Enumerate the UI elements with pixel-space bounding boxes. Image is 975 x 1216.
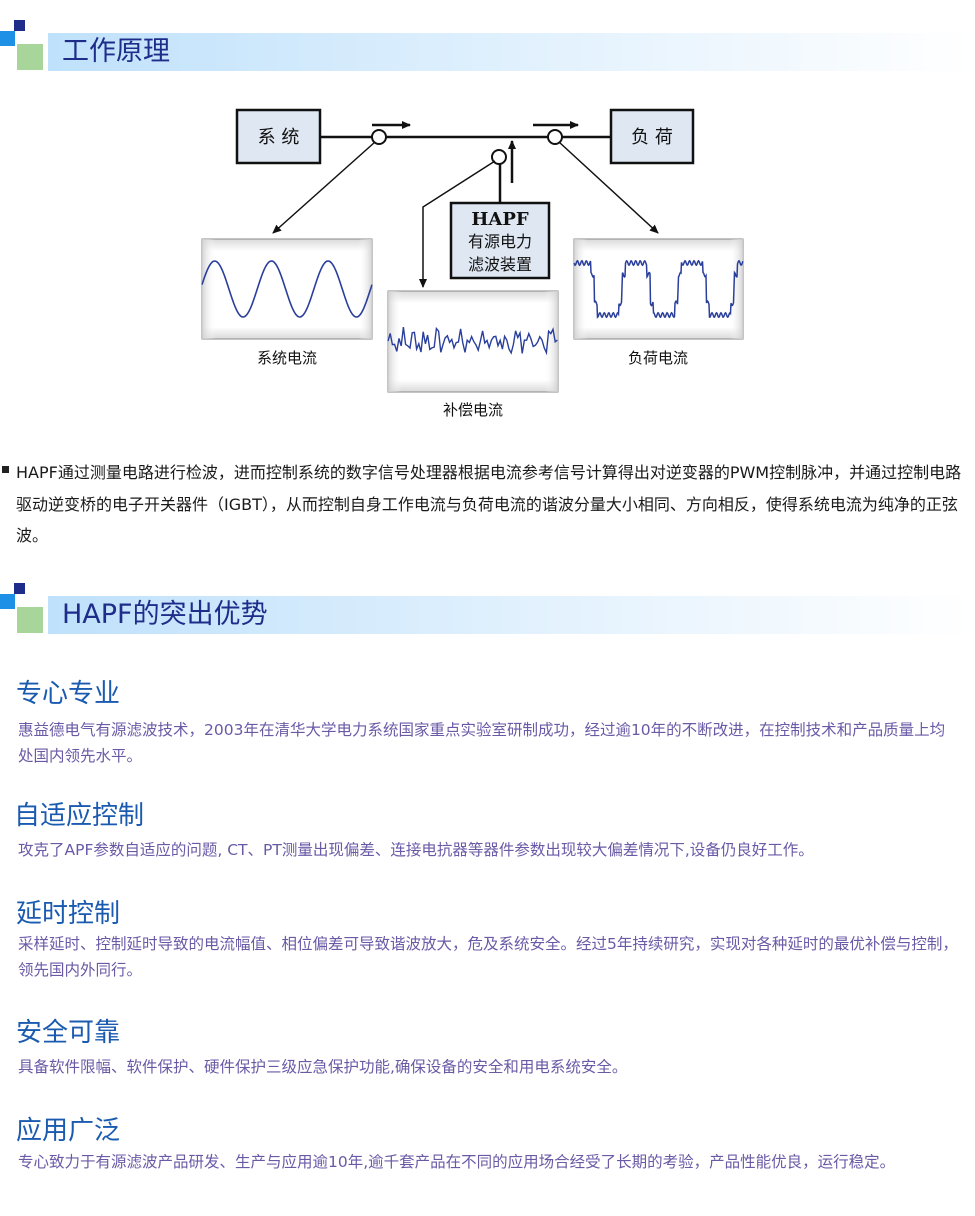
advantage-text-safety: 具备软件限幅、软件保护、硬件保护三级应急保护功能,确保设备的安全和用电系统安全。 bbox=[18, 1058, 628, 1076]
decor-square-blue bbox=[0, 31, 15, 46]
decor-square-navy bbox=[14, 583, 25, 594]
system-box: 系 统 bbox=[235, 108, 322, 165]
decor-square-green bbox=[17, 44, 43, 70]
section-title: 工作原理 bbox=[62, 36, 170, 67]
decor-square-green bbox=[17, 607, 43, 633]
load-current-label: 负荷电流 bbox=[628, 349, 688, 367]
section-header-principle: 工作原理 bbox=[0, 20, 975, 76]
compensation-current-label: 补偿电流 bbox=[443, 401, 503, 419]
advantage-title-application: 应用广泛 bbox=[16, 1116, 121, 1146]
title-bar bbox=[48, 596, 975, 634]
principle-description: HAPF通过测量电路进行检波，进而控制系统的数字信号处理器根据电流参考信号计算得… bbox=[16, 463, 962, 545]
compensation-current-panel bbox=[387, 290, 559, 393]
hapf-line-1: HAPF bbox=[471, 209, 529, 230]
compensation-current-wave bbox=[387, 326, 558, 356]
sensor-circle-load bbox=[547, 129, 563, 145]
load-box: 负 荷 bbox=[609, 108, 695, 165]
bullet-square bbox=[2, 466, 9, 473]
measure-arrow-load bbox=[558, 141, 659, 234]
advantage-text-professional: 惠益德电气有源滤波技术，2003年在清华大学电力系统国家重点实验室研制成功，经过… bbox=[18, 721, 946, 765]
measure-arrow-compensation bbox=[419, 160, 496, 288]
advantage-text-application: 专心致力于有源滤波产品研发、生产与应用逾10年,逾千套产品在不同的应用场合经受了… bbox=[18, 1153, 896, 1171]
measure-arrow-system bbox=[272, 141, 376, 234]
advantage-text-delay: 采样延时、控制延时导致的电流幅值、相位偏差可导致谐波放大，危及系统安全。经过5年… bbox=[18, 935, 958, 979]
sensor-circle-hapf bbox=[491, 149, 507, 165]
advantage-title-professional: 专心专业 bbox=[16, 679, 121, 709]
decor-square-navy bbox=[14, 20, 25, 31]
advantage-title-adaptive: 自适应控制 bbox=[14, 801, 145, 831]
hapf-box: HAPF 有源电力 滤波装置 bbox=[449, 201, 551, 280]
system-label: 系 统 bbox=[258, 127, 300, 148]
hapf-principle-diagram: 系 统 负 荷 HAPF 有源电力 滤波装置 系统电流 负荷电流 补偿电流 bbox=[201, 108, 744, 419]
title-bar bbox=[48, 33, 975, 71]
advantage-title-safety: 安全可靠 bbox=[16, 1018, 121, 1048]
advantage-title-delay: 延时控制 bbox=[16, 899, 121, 929]
advantage-text-adaptive: 攻克了APF参数自适应的问题, CT、PT测量出现偏差、连接电抗器等器件参数出现… bbox=[18, 841, 814, 859]
section-header-advantages: HAPF的突出优势 bbox=[0, 583, 975, 639]
load-label: 负 荷 bbox=[631, 127, 673, 148]
load-current-wave bbox=[573, 259, 744, 319]
system-current-wave bbox=[201, 260, 373, 318]
sensor-circle-system bbox=[371, 129, 387, 145]
decor-square-blue bbox=[0, 594, 15, 609]
section-title: HAPF的突出优势 bbox=[62, 599, 268, 630]
system-current-panel bbox=[201, 238, 373, 340]
system-current-label: 系统电流 bbox=[257, 349, 317, 367]
hapf-line-2: 有源电力 bbox=[468, 232, 532, 251]
load-current-panel bbox=[573, 238, 744, 340]
hapf-line-3: 滤波装置 bbox=[468, 255, 532, 274]
